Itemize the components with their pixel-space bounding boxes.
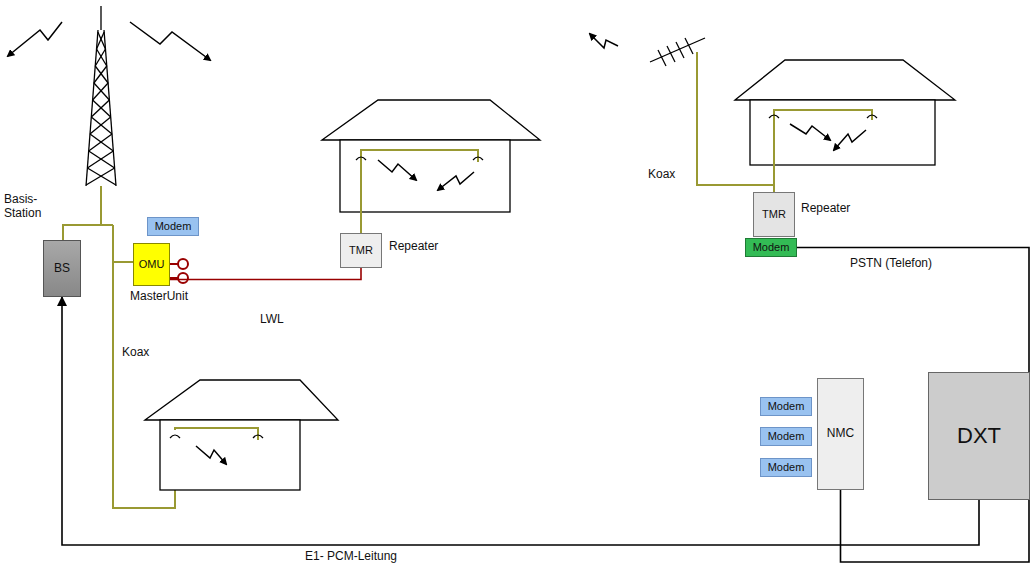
base-station-box: BS xyxy=(43,240,81,297)
repeater-label: Repeater xyxy=(389,240,438,254)
nmc-box: NMC xyxy=(817,378,864,490)
master-unit-box: OMU xyxy=(133,243,170,286)
modem-box: Modem xyxy=(760,458,812,477)
unit-label: MasterUnit xyxy=(130,290,188,304)
node-text: TMR xyxy=(349,244,373,256)
antenna-tower xyxy=(86,6,116,186)
building xyxy=(322,100,540,212)
radio-wave xyxy=(590,34,618,48)
cable-label: Koax xyxy=(122,346,149,360)
node-text: TMR xyxy=(762,208,786,220)
node-text: NMC xyxy=(827,427,854,440)
building xyxy=(735,60,955,165)
radio-wave xyxy=(130,22,210,60)
node-text: Modem xyxy=(155,220,192,232)
cable-label: Koax xyxy=(648,168,675,182)
koax-cable xyxy=(63,186,101,240)
repeater-box: TMR xyxy=(753,192,795,237)
node-text: Modem xyxy=(753,241,790,253)
node-text: Modem xyxy=(768,400,805,412)
modem-box: Modem xyxy=(760,427,812,446)
node-text: Modem xyxy=(768,461,805,473)
node-text: Modem xyxy=(768,430,805,442)
modem-box: Modem xyxy=(745,238,797,257)
radio-wave xyxy=(8,22,62,56)
connector-label: E1- PCM-Leitung xyxy=(303,549,399,563)
modem-box: Modem xyxy=(760,397,812,416)
connector-label: PSTN (Telefon) xyxy=(848,256,934,270)
connector-line xyxy=(797,248,1029,563)
connector-label: LWL xyxy=(258,312,286,326)
connector-line xyxy=(62,297,979,545)
connector-line xyxy=(170,268,361,280)
node-text: OMU xyxy=(139,258,165,270)
modem-box: Modem xyxy=(147,217,199,236)
node-text: BS xyxy=(54,262,70,275)
node-text: DXT xyxy=(957,424,1001,448)
exchange-box: DXT xyxy=(928,372,1030,500)
station-label: Basis- Station xyxy=(4,193,56,221)
koax-cable xyxy=(113,261,133,263)
building xyxy=(145,380,338,490)
repeater-box: TMR xyxy=(340,233,382,268)
repeater-label: Repeater xyxy=(801,202,850,216)
